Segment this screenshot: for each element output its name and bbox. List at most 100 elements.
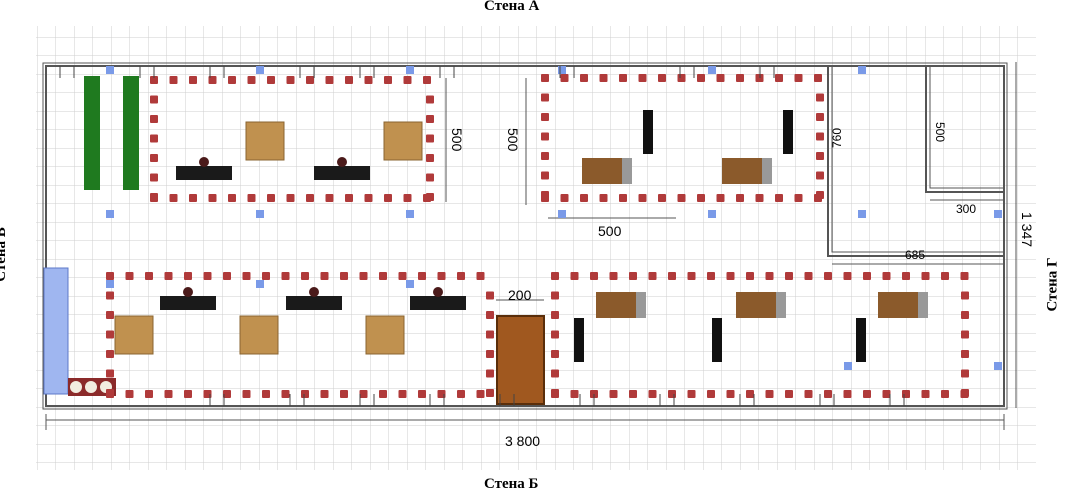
- chair: [921, 272, 930, 280]
- chair: [228, 76, 236, 84]
- chair: [242, 390, 251, 398]
- chair: [325, 76, 334, 84]
- chair: [150, 134, 158, 143]
- ceiling-light: [708, 210, 716, 218]
- chair: [476, 272, 485, 280]
- chair: [398, 272, 407, 280]
- ceiling-light: [406, 210, 414, 218]
- chair: [541, 171, 549, 180]
- chair: [785, 390, 793, 398]
- ceiling-light: [106, 66, 114, 74]
- chair: [551, 330, 559, 339]
- chair: [961, 291, 969, 300]
- table: [239, 315, 279, 355]
- chair: [541, 93, 549, 102]
- chair: [882, 272, 891, 280]
- chair: [843, 390, 852, 398]
- ceiling-light: [106, 280, 114, 288]
- chair: [668, 390, 676, 398]
- dim-stand-a-height: 500: [449, 128, 465, 152]
- chair: [609, 272, 618, 280]
- chair: [125, 272, 134, 280]
- desk: [736, 292, 776, 318]
- ceiling-light: [858, 66, 866, 74]
- ceiling-light: [256, 66, 264, 74]
- door: [359, 394, 375, 406]
- chair: [609, 390, 618, 398]
- chair: [364, 76, 373, 84]
- door: [439, 66, 455, 78]
- chair: [804, 272, 813, 280]
- chair: [541, 113, 549, 121]
- corridor-cabinet: [496, 315, 545, 405]
- chair: [765, 390, 774, 398]
- table: [383, 121, 423, 161]
- dim-inner-room-height: 500: [933, 122, 947, 142]
- chair: [794, 74, 803, 82]
- chair: [902, 390, 910, 398]
- chair: [247, 76, 256, 84]
- chair: [418, 272, 426, 280]
- chair: [486, 291, 494, 300]
- table: [245, 121, 285, 161]
- chair: [551, 291, 559, 300]
- chair: [941, 390, 949, 398]
- chair: [599, 194, 608, 202]
- chair: [551, 369, 559, 378]
- chair: [486, 350, 494, 358]
- chair: [816, 191, 824, 199]
- desk: [878, 292, 918, 318]
- table: [365, 315, 405, 355]
- chair: [551, 350, 559, 358]
- door: [659, 394, 675, 406]
- chair: [697, 194, 705, 202]
- chair: [426, 134, 434, 143]
- ceiling-light: [406, 66, 414, 74]
- chair: [697, 74, 705, 82]
- chair-layer: [106, 74, 969, 398]
- chair: [301, 390, 309, 398]
- chair: [340, 390, 348, 398]
- chair: [486, 330, 494, 339]
- ceiling-light: [994, 362, 1002, 370]
- door: [289, 394, 305, 406]
- chair: [384, 76, 392, 84]
- chair: [486, 369, 494, 378]
- chair: [551, 272, 559, 280]
- chair: [824, 390, 832, 398]
- chair: [961, 389, 969, 397]
- chair: [863, 390, 871, 398]
- chair: [169, 76, 178, 84]
- chair: [106, 389, 114, 397]
- chair: [164, 390, 173, 398]
- chair: [150, 173, 158, 182]
- chair: [580, 74, 588, 82]
- chair: [541, 152, 549, 160]
- chair: [658, 194, 666, 202]
- chair: [345, 76, 353, 84]
- door: [139, 66, 155, 78]
- stool: [337, 157, 347, 167]
- chair: [804, 390, 813, 398]
- wall-label-bottom: Стена Б: [484, 476, 539, 492]
- chair: [560, 74, 569, 82]
- chair: [150, 76, 158, 84]
- chair: [306, 194, 314, 202]
- chair: [775, 194, 783, 202]
- sofa: [410, 296, 466, 310]
- door: [889, 394, 905, 406]
- chair: [267, 194, 275, 202]
- green-displays: [84, 76, 139, 190]
- chair: [403, 194, 412, 202]
- chair: [716, 74, 725, 82]
- chair: [457, 272, 465, 280]
- desk: [582, 158, 622, 184]
- chair: [629, 272, 637, 280]
- chair: [882, 390, 891, 398]
- chair: [476, 390, 485, 398]
- chair: [961, 350, 969, 358]
- chair: [648, 272, 657, 280]
- chair: [816, 93, 824, 102]
- ceiling-light: [406, 280, 414, 288]
